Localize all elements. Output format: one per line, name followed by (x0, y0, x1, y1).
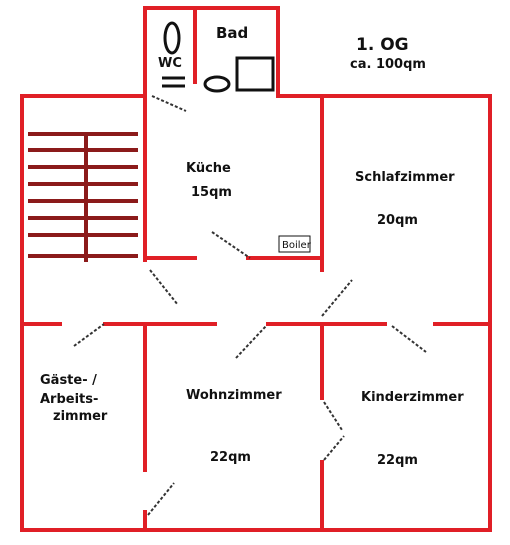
guest-line2: Arbeits- (40, 392, 98, 407)
door-kids-side-a (323, 401, 343, 431)
kitchen-size: 15qm (191, 185, 232, 200)
door-guest (73, 323, 105, 347)
kids-name: Kinderzimmer (361, 390, 464, 405)
bath-fixtures (162, 21, 275, 93)
kids-size: 22qm (377, 453, 418, 468)
wc-label: WC (158, 56, 182, 71)
bedroom-name: Schlafzimmer (355, 170, 455, 185)
door-living-bottom (147, 482, 175, 516)
staircase (28, 132, 138, 262)
bedroom-size: 20qm (377, 213, 418, 228)
door-bath (151, 95, 187, 112)
walls (20, 6, 492, 532)
living-size: 22qm (210, 450, 251, 465)
door-kids (391, 325, 427, 353)
shower-icon (235, 56, 275, 92)
sink-icon (203, 75, 231, 93)
bath-label: Bad (216, 24, 248, 42)
floor-label: 1. OG (356, 35, 409, 55)
kitchen-name: Küche (186, 161, 231, 176)
door-stair (149, 269, 179, 306)
toilet-icon (163, 21, 181, 55)
boiler-box (278, 235, 311, 253)
guest-line1: Gäste- / (40, 373, 97, 388)
doors (73, 95, 427, 516)
guest-line3: zimmer (53, 409, 108, 424)
door-kitchen (211, 231, 251, 259)
door-living (235, 325, 267, 359)
boiler-label: Boiler (282, 240, 312, 251)
door-bedroom (321, 279, 353, 317)
door-kids-side-b (323, 435, 345, 461)
area-label: ca. 100qm (350, 57, 426, 72)
living-name: Wohnzimmer (186, 388, 282, 403)
